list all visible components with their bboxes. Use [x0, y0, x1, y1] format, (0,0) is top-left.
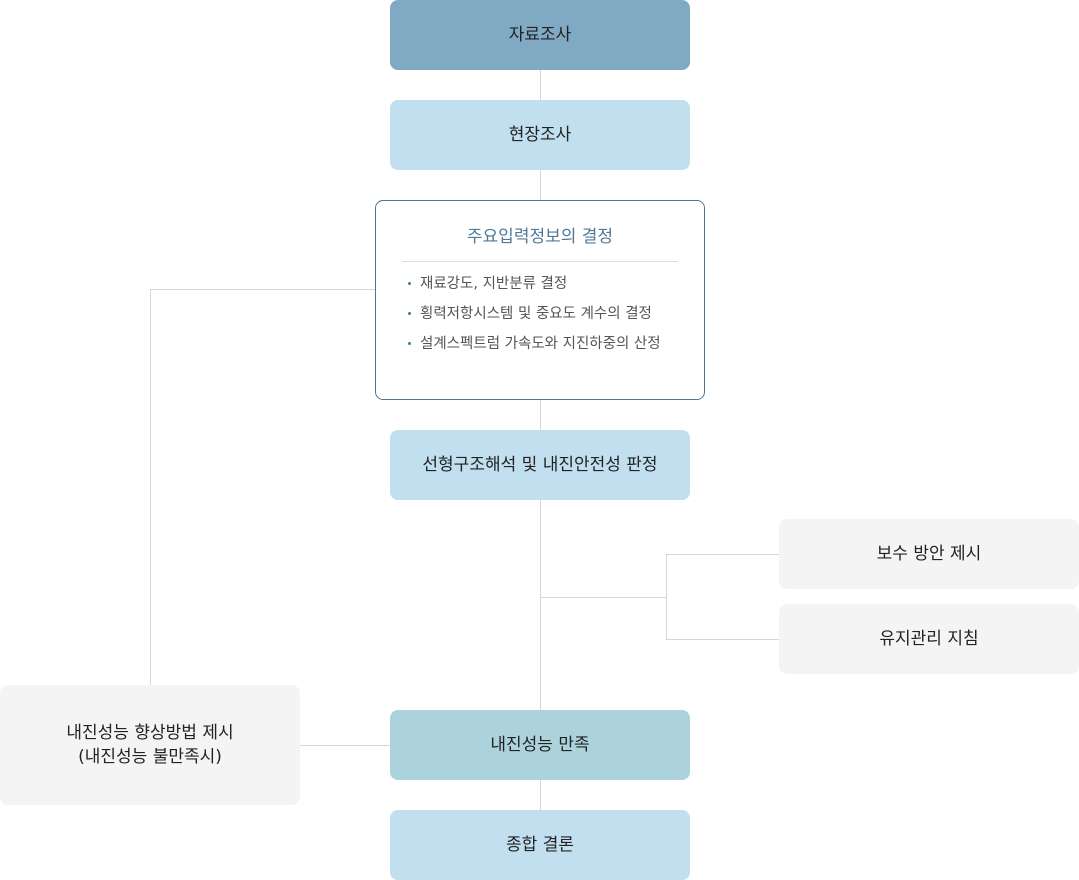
input-info-box: 주요입력정보의 결정 재료강도, 지반분류 결정 횡력저항시스템 및 중요도 계… [375, 200, 705, 400]
improvement-box: 내진성능 향상방법 제시 (내진성능 불만족시) [0, 685, 300, 805]
seismic-satisfied-label: 내진성능 만족 [490, 735, 590, 755]
input-info-item: 재료강도, 지반분류 결정 [408, 271, 661, 301]
bullet-icon [408, 282, 411, 285]
field-survey-box: 현장조사 [390, 100, 690, 170]
bullet-icon [408, 312, 411, 315]
field-survey-label: 현장조사 [508, 125, 572, 145]
input-info-item-text: 횡력저항시스템 및 중요도 계수의 결정 [420, 306, 652, 322]
maintenance-guide-label: 유지관리 지침 [879, 629, 979, 649]
input-info-item-text: 설계스펙트럼 가속도와 지진하중의 산정 [420, 336, 661, 352]
linear-analysis-label: 선형구조해석 및 내진안전성 판정 [422, 455, 658, 475]
repair-plan-box: 보수 방안 제시 [779, 519, 1079, 589]
input-info-list: 재료강도, 지반분류 결정 횡력저항시스템 및 중요도 계수의 결정 설계스펙트… [408, 271, 661, 361]
literature-survey-box: 자료조사 [390, 0, 690, 70]
conclusion-label: 종합 결론 [506, 835, 574, 855]
improvement-label-line2: (내진성능 불만족시) [78, 747, 222, 767]
input-info-item: 횡력저항시스템 및 중요도 계수의 결정 [408, 301, 661, 331]
input-info-item-text: 재료강도, 지반분류 결정 [420, 276, 568, 292]
input-info-title: 주요입력정보의 결정 [402, 225, 678, 262]
seismic-satisfied-box: 내진성능 만족 [390, 710, 690, 780]
linear-analysis-box: 선형구조해석 및 내진안전성 판정 [390, 430, 690, 500]
literature-survey-label: 자료조사 [508, 25, 572, 45]
bullet-icon [408, 342, 411, 345]
repair-plan-label: 보수 방안 제시 [876, 544, 982, 564]
input-info-item: 설계스펙트럼 가속도와 지진하중의 산정 [408, 331, 661, 361]
conclusion-box: 종합 결론 [390, 810, 690, 880]
improvement-label-line1: 내진성능 향상방법 제시 [66, 723, 234, 743]
maintenance-guide-box: 유지관리 지침 [779, 604, 1079, 674]
